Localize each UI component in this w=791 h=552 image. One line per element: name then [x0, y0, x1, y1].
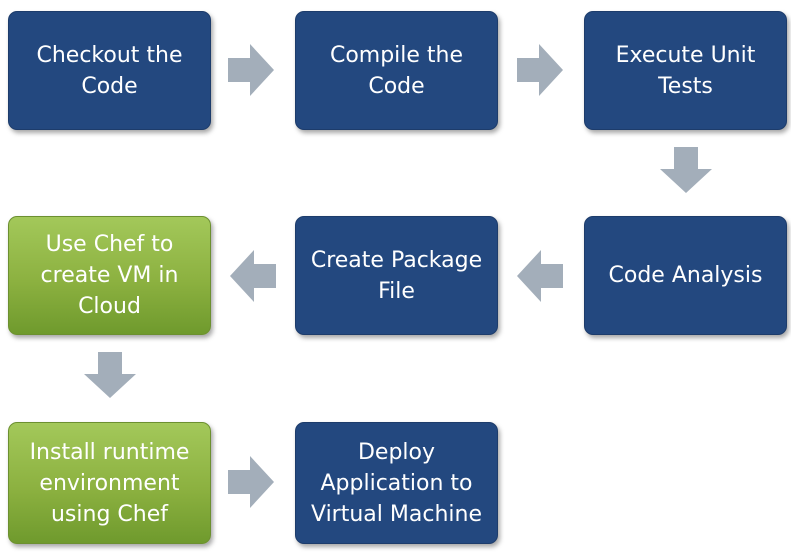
step-code-analysis: Code Analysis	[584, 216, 787, 335]
step-label: Checkout the Code	[36, 42, 183, 99]
arrow-right-icon	[517, 44, 563, 96]
step-label: Use Chef to create VM in Cloud	[40, 232, 179, 319]
step-label: Compile the Code	[329, 42, 464, 99]
step-label: Create Package File	[310, 247, 483, 304]
step-create-package-file: Create Package File	[295, 216, 498, 335]
step-label: Execute Unit Tests	[615, 42, 756, 99]
arrow-down-icon	[660, 147, 712, 193]
arrow-down-icon	[84, 352, 136, 398]
step-chef-create-vm: Use Chef to create VM in Cloud	[8, 216, 211, 335]
arrow-left-icon	[517, 250, 563, 302]
step-compile-code: Compile the Code	[295, 11, 498, 130]
step-execute-unit-tests: Execute Unit Tests	[584, 11, 787, 130]
step-label: Code Analysis	[608, 263, 763, 288]
step-label: Install runtime environment using Chef	[29, 439, 190, 527]
step-checkout-code: Checkout the Code	[8, 11, 211, 130]
step-label: Deploy Application to Virtual Machine	[311, 439, 482, 527]
arrow-left-icon	[230, 250, 276, 302]
arrow-right-icon	[228, 456, 274, 508]
step-deploy-application: Deploy Application to Virtual Machine	[295, 422, 498, 544]
arrow-right-icon	[228, 44, 274, 96]
step-install-runtime: Install runtime environment using Chef	[8, 422, 211, 544]
